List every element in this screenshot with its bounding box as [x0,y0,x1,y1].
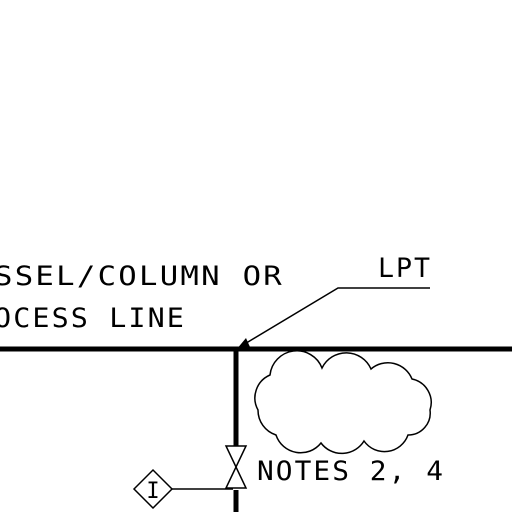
lpt-label: LPT [378,253,432,284]
valve-lower-triangle [224,465,248,489]
valve-upper-triangle [224,445,248,469]
instrument-diamond [132,468,174,510]
lpt-leader-line [242,287,430,346]
process-line-label: OCESS LINE [0,303,186,334]
instrument-letter: I [146,479,159,504]
vessel-column-label: SSEL/COLUMN OR [0,261,284,292]
notes-label: NOTES 2, 4 [257,456,445,487]
revision-cloud [254,350,432,455]
